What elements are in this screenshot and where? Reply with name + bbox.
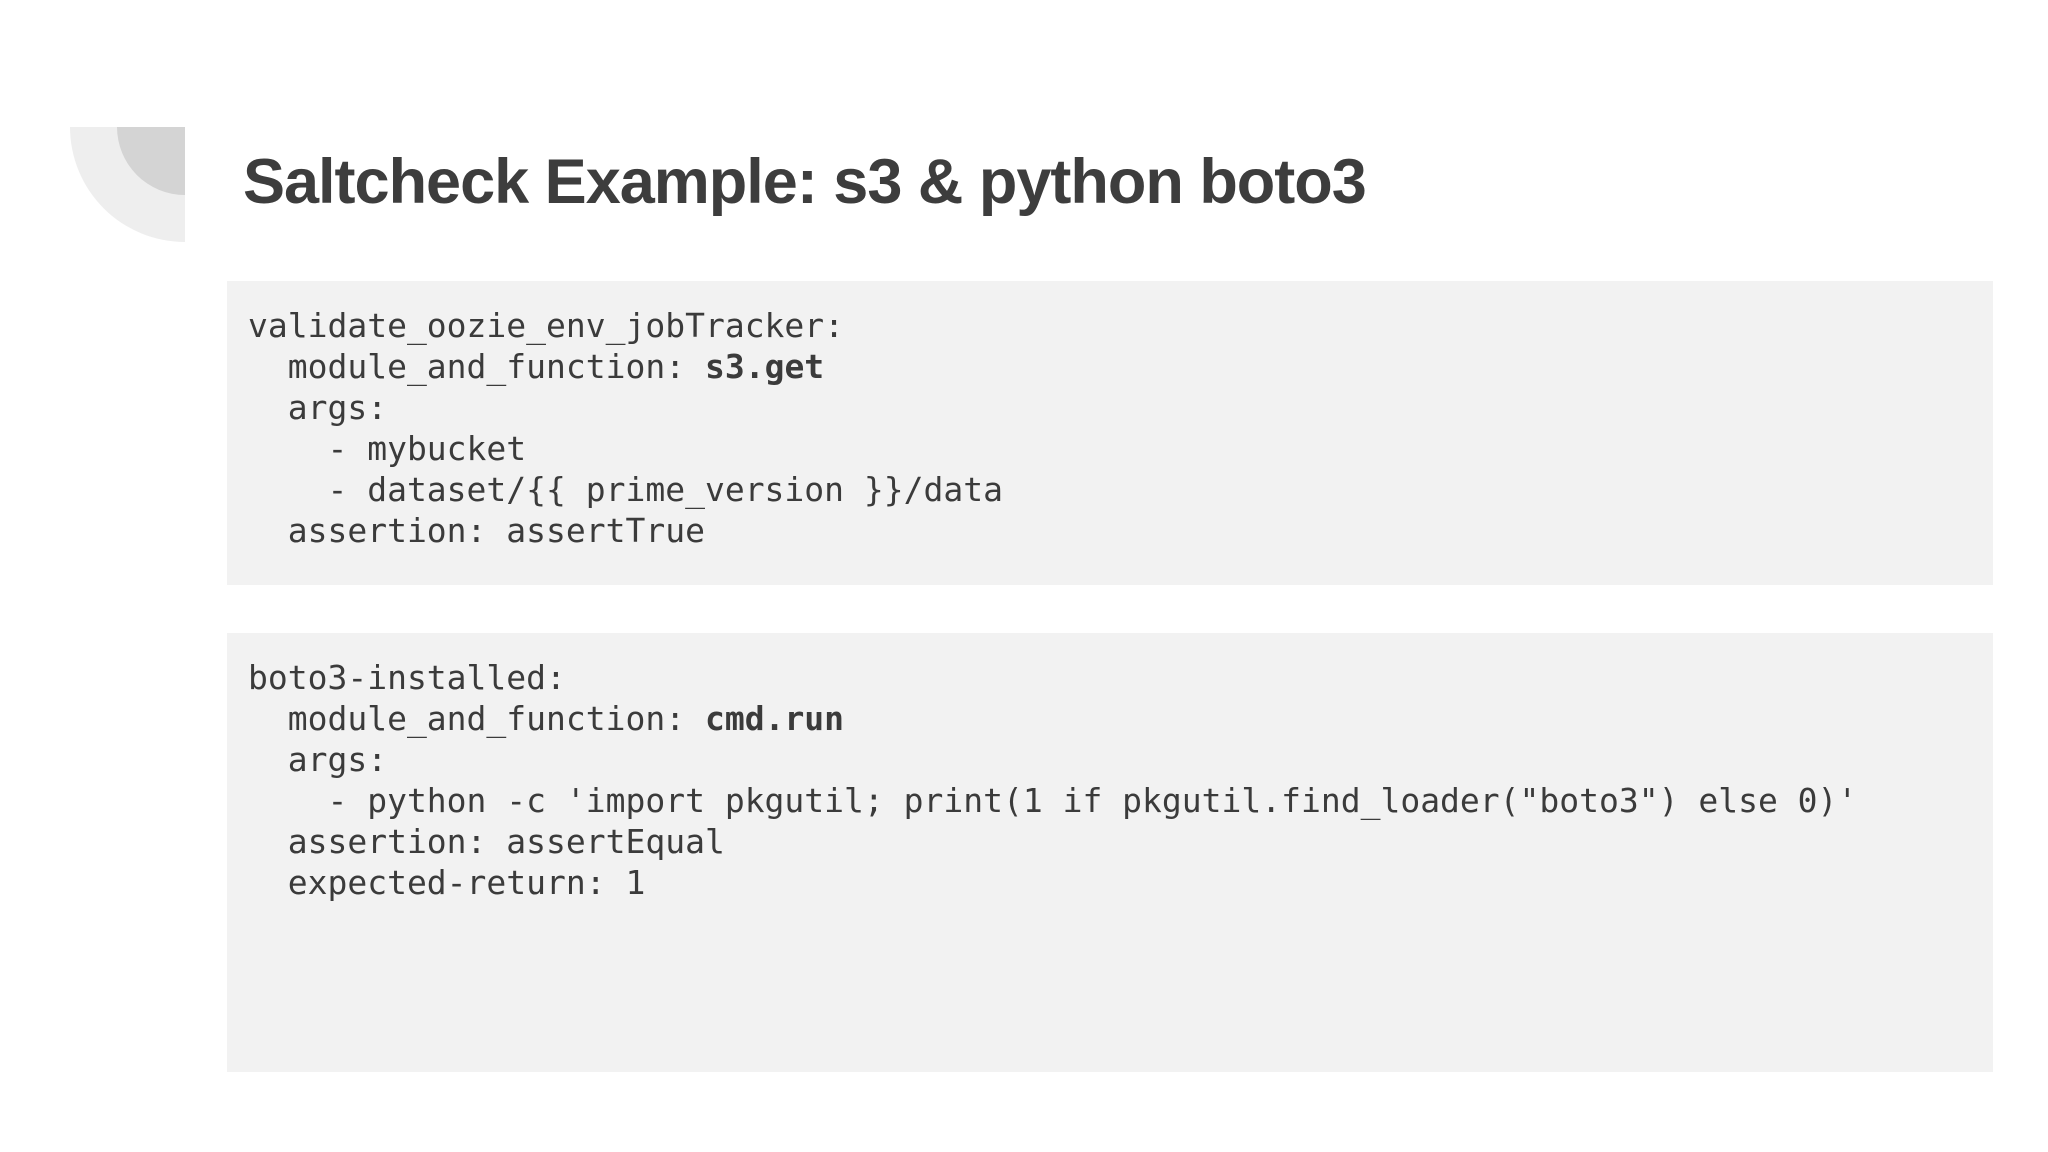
code-line: validate_oozie_env_jobTracker: [248, 306, 845, 345]
code-line: module_and_function: cmd.run [248, 698, 1969, 739]
code-line: module_and_function: s3.get [248, 346, 1969, 387]
code-line: assertion: assertEqual [248, 822, 725, 861]
code-line: expected-return: 1 [248, 863, 646, 902]
slide-title: Saltcheck Example: s3 & python boto3 [243, 147, 1367, 218]
code-line: assertion: assertTrue [248, 511, 705, 550]
code-block-validate-oozie: validate_oozie_env_jobTracker: module_an… [227, 281, 1993, 585]
code-line-bold-value: s3.get [704, 347, 825, 386]
code-line: args: [248, 740, 388, 779]
code-block-boto3-installed: boto3-installed: module_and_function: cm… [227, 633, 1993, 1072]
code-line-bold-value: cmd.run [704, 699, 845, 738]
code-line-prefix: module_and_function: [248, 347, 705, 386]
code-line: - python -c 'import pkgutil; print(1 if … [248, 781, 1858, 820]
code-line: - dataset/{{ prime_version }}/data [248, 470, 1003, 509]
code-line: - mybucket [248, 429, 527, 468]
code-line: args: [248, 388, 388, 427]
code-line: boto3-installed: [248, 658, 566, 697]
code-line-prefix: module_and_function: [248, 699, 705, 738]
